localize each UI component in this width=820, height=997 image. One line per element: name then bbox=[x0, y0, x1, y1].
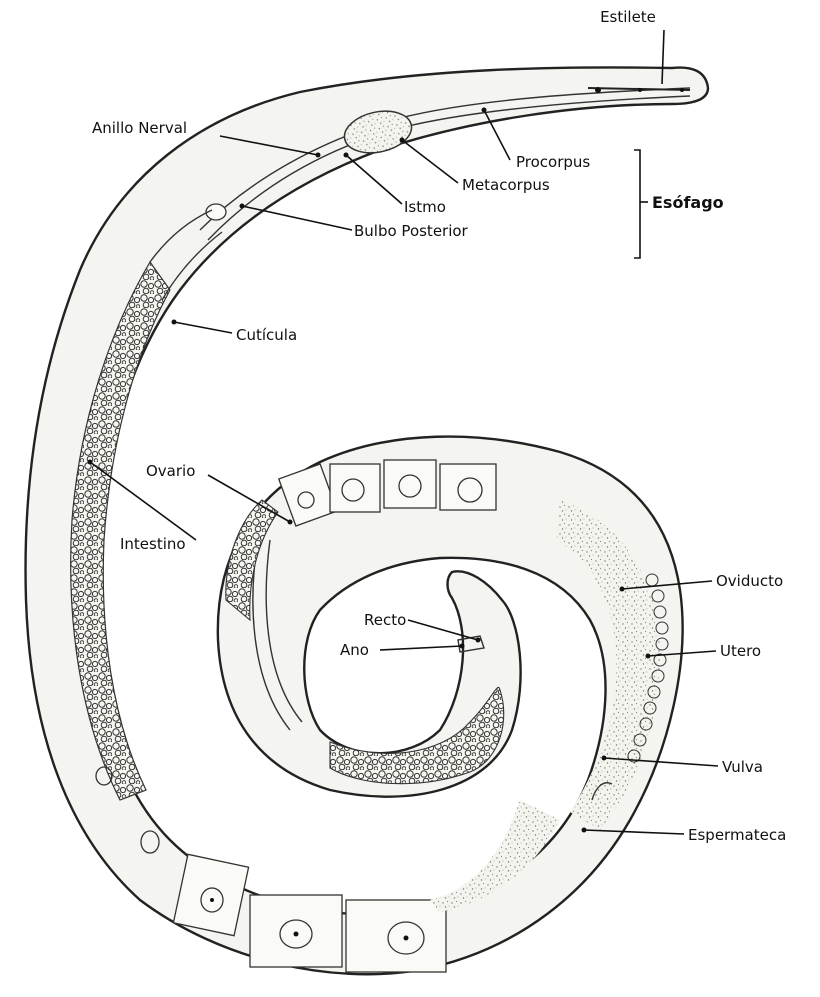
label-istmo: Istmo bbox=[404, 198, 446, 216]
label-cuticula: Cutícula bbox=[236, 326, 297, 344]
label-procorpus: Procorpus bbox=[516, 153, 590, 171]
label-vulva: Vulva bbox=[722, 758, 763, 776]
body-outline bbox=[26, 67, 708, 974]
label-estilete: Estilete bbox=[600, 8, 656, 26]
label-recto: Recto bbox=[364, 611, 406, 629]
label-ovario: Ovario bbox=[146, 462, 195, 480]
label-espermateca: Espermateca bbox=[688, 826, 786, 844]
label-metacorpus: Metacorpus bbox=[462, 176, 550, 194]
label-utero: Utero bbox=[720, 642, 761, 660]
label-ano: Ano bbox=[340, 641, 369, 659]
label-esofago: Esófago bbox=[652, 193, 724, 212]
nematode-body bbox=[26, 67, 708, 974]
label-anillo-nerval: Anillo Nerval bbox=[92, 119, 187, 137]
label-oviducto: Oviducto bbox=[716, 572, 783, 590]
label-intestino: Intestino bbox=[120, 535, 186, 553]
label-bulbo-posterior: Bulbo Posterior bbox=[354, 222, 469, 240]
